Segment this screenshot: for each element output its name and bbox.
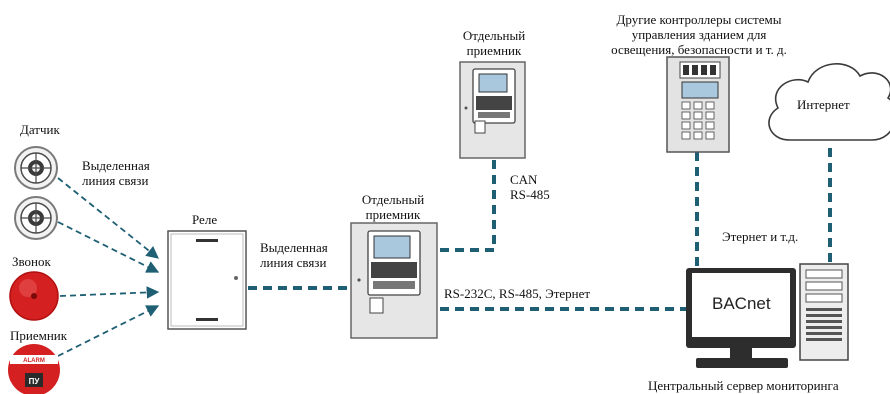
separate-receiver-mid-line1: Отдельный: [347, 192, 439, 207]
alarm-bell-icon: [10, 272, 58, 320]
separate-receiver-top-line2: приемник: [450, 43, 538, 58]
monitor-icon: [686, 268, 796, 368]
dedicated-line-label-center-line2: линия связи: [260, 255, 328, 270]
dedicated-line-label-left-line1: Выделенная: [82, 158, 150, 173]
can-rs485-label: CAN RS-485: [510, 172, 550, 202]
receiver-small-label: Приемник: [10, 328, 67, 343]
bell-label: Звонок: [12, 254, 51, 269]
central-server-label: Центральный сервер мониторинга: [648, 378, 839, 393]
bacnet-label: BACnet: [712, 294, 771, 313]
separate-receiver-top-line1: Отдельный: [450, 28, 538, 43]
server-tower-icon: [800, 264, 848, 360]
separate-receiver-mid-label: Отдельный приемник: [347, 192, 439, 222]
pushbutton-text: ПУ: [29, 377, 41, 386]
link-can-rs485: [440, 160, 494, 250]
separate-receiver-top-label: Отдельный приемник: [450, 28, 538, 58]
rs-line-label: RS-232C, RS-485, Этернет: [444, 286, 590, 301]
sensor-label: Датчик: [20, 122, 60, 137]
control-panel-icon: [460, 62, 525, 158]
relay-cabinet-icon: [168, 231, 246, 329]
building-controller-icon: [667, 57, 729, 152]
dedicated-line-label-center-line1: Выделенная: [260, 240, 328, 255]
separate-receiver-mid-line2: приемник: [347, 207, 439, 222]
link-callpoint-relay: [58, 306, 158, 356]
other-controllers-line1: Другие контроллеры системы: [584, 12, 814, 27]
smoke-detector-icon: [15, 197, 57, 239]
smoke-detector-icon: [15, 147, 57, 189]
alarm-strip-text: ALARM: [23, 358, 45, 364]
other-controllers-label: Другие контроллеры системы управления зд…: [584, 12, 814, 57]
can-label: CAN: [510, 172, 550, 187]
dedicated-line-label-left-line2: линия связи: [82, 173, 150, 188]
control-panel-icon: [351, 223, 437, 338]
manual-call-point-icon: ALARM ПУ: [8, 344, 60, 394]
ethernet-etc-label: Этернет и т.д.: [722, 229, 798, 244]
dedicated-line-label-center: Выделенная линия связи: [260, 240, 328, 270]
link-sensor2-relay: [58, 222, 158, 272]
other-controllers-line2: управления зданием для: [584, 27, 814, 42]
internet-label: Интернет: [797, 97, 850, 112]
dedicated-line-label-left: Выделенная линия связи: [82, 158, 150, 188]
other-controllers-line3: освещения, безопасности и т. д.: [584, 42, 814, 57]
link-bell-relay: [60, 292, 158, 296]
relay-label: Реле: [192, 212, 217, 227]
rs485-label: RS-485: [510, 187, 550, 202]
